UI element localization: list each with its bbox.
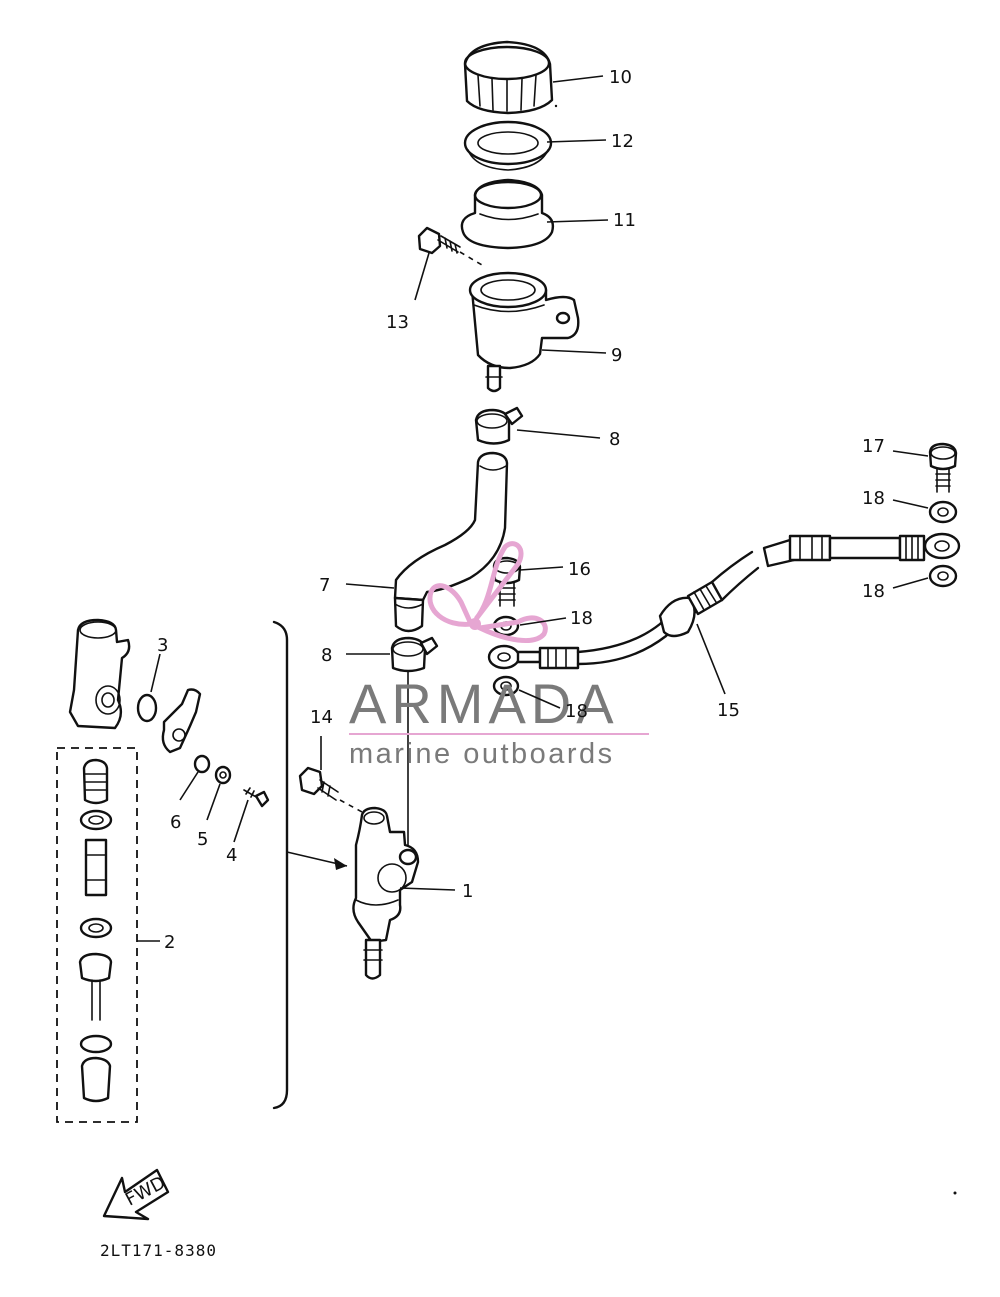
callout-12: 12: [611, 131, 634, 152]
callout-10: 10: [609, 67, 632, 88]
callout-18-d: 18: [565, 701, 588, 722]
armada-watermark: ARMADA marine outboards: [349, 541, 649, 770]
callout-13: 13: [386, 312, 409, 333]
part-3-o-ring: [136, 693, 158, 723]
callout-8-lower: 8: [321, 645, 332, 666]
callout-1: 1: [462, 881, 473, 902]
callout-7: 7: [319, 575, 330, 596]
fwd-arrow-icon: FWD: [102, 1168, 170, 1221]
callout-9: 9: [611, 345, 622, 366]
part-17-banjo-bolt: [928, 442, 958, 493]
watermark-brand: ARMADA: [349, 672, 619, 735]
callout-18-b: 18: [862, 581, 885, 602]
part-5-washer: [214, 765, 232, 785]
watermark-tagline: marine outboards: [349, 738, 615, 770]
callout-18-c: 18: [570, 608, 593, 629]
watermark-divider: [349, 733, 649, 735]
callout-14: 14: [310, 707, 333, 728]
part-10-reservoir-cap: [463, 40, 554, 115]
part-6-washer: [193, 754, 211, 774]
speck: [554, 104, 558, 108]
callout-17: 17: [862, 436, 885, 457]
callout-labels: 10 12 11 13 9 8 7 8 17 18 18 16 18 18 15…: [157, 67, 885, 953]
part-11-diaphragm: [460, 178, 555, 250]
hose-fitting: [161, 688, 202, 754]
part-18-washers: [492, 500, 958, 697]
callout-11: 11: [613, 210, 636, 231]
part-12-diaphragm-plate: [463, 120, 553, 171]
diagram-code: 2LT171-8380: [100, 1241, 217, 1260]
callout-18-a: 18: [862, 488, 885, 509]
assembly-bracket: [272, 620, 348, 1110]
part-1-master-cylinder: [352, 806, 420, 980]
part-13-screw: [417, 226, 483, 266]
part-8-hose-clamp-upper: [474, 406, 524, 445]
callout-2: 2: [164, 932, 175, 953]
part-8-hose-clamp-lower: [390, 636, 439, 673]
callout-16: 16: [568, 559, 591, 580]
callout-8-upper: 8: [609, 429, 620, 450]
left-cylinder-body: [68, 618, 131, 730]
callout-15: 15: [717, 700, 740, 721]
armada-propeller-logo: [427, 541, 548, 643]
part-7-reservoir-hose: [393, 451, 509, 850]
callout-4: 4: [226, 845, 237, 866]
part-15-brake-hose: [487, 532, 961, 670]
callout-3: 3: [157, 635, 168, 656]
part-4-screw: [243, 787, 270, 808]
part-2-piston-kit: [56, 747, 138, 1123]
part-9-reservoir: [468, 271, 580, 393]
part-14-bolt: [298, 766, 363, 813]
leader-lines: [137, 75, 929, 942]
callout-5: 5: [197, 829, 208, 850]
speck: [953, 1191, 957, 1195]
callout-6: 6: [170, 812, 181, 833]
